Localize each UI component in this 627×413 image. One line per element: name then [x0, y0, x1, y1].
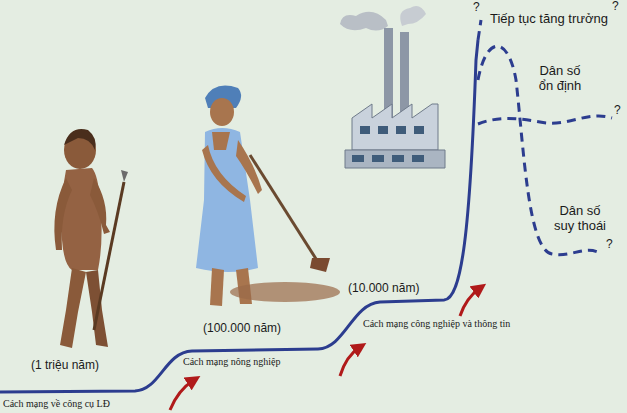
scenario-label: Dân số ổn định: [532, 64, 588, 94]
growth-line: [0, 40, 478, 392]
stable-dashed: [478, 116, 612, 124]
red-arrows: [170, 288, 480, 410]
question-mark: ?: [614, 104, 621, 118]
duration-label: (10.000 năm): [348, 282, 419, 296]
growth-dashed: [478, 20, 481, 40]
farmer-figure: [196, 86, 340, 306]
duration-label: (1 triệu năm): [31, 359, 99, 373]
question-mark: ?: [612, 0, 619, 14]
future-lines: [478, 20, 612, 255]
scenario-label: Dân số suy thoái: [552, 204, 608, 234]
scenario-label: Tiếp tục tăng trưởng: [490, 12, 608, 27]
early-human-figure: [54, 129, 128, 348]
revolution-label: Cách mạng về công cụ LĐ: [3, 398, 110, 410]
duration-label: (100.000 năm): [203, 322, 281, 336]
revolution-label: Cách mạng nông nghiệp: [183, 356, 280, 368]
revolution-label: Cách mạng công nghiệp và thông tin: [363, 318, 510, 330]
question-mark: ?: [473, 1, 480, 15]
question-mark: ?: [606, 238, 613, 252]
factory-figure: [340, 6, 445, 168]
